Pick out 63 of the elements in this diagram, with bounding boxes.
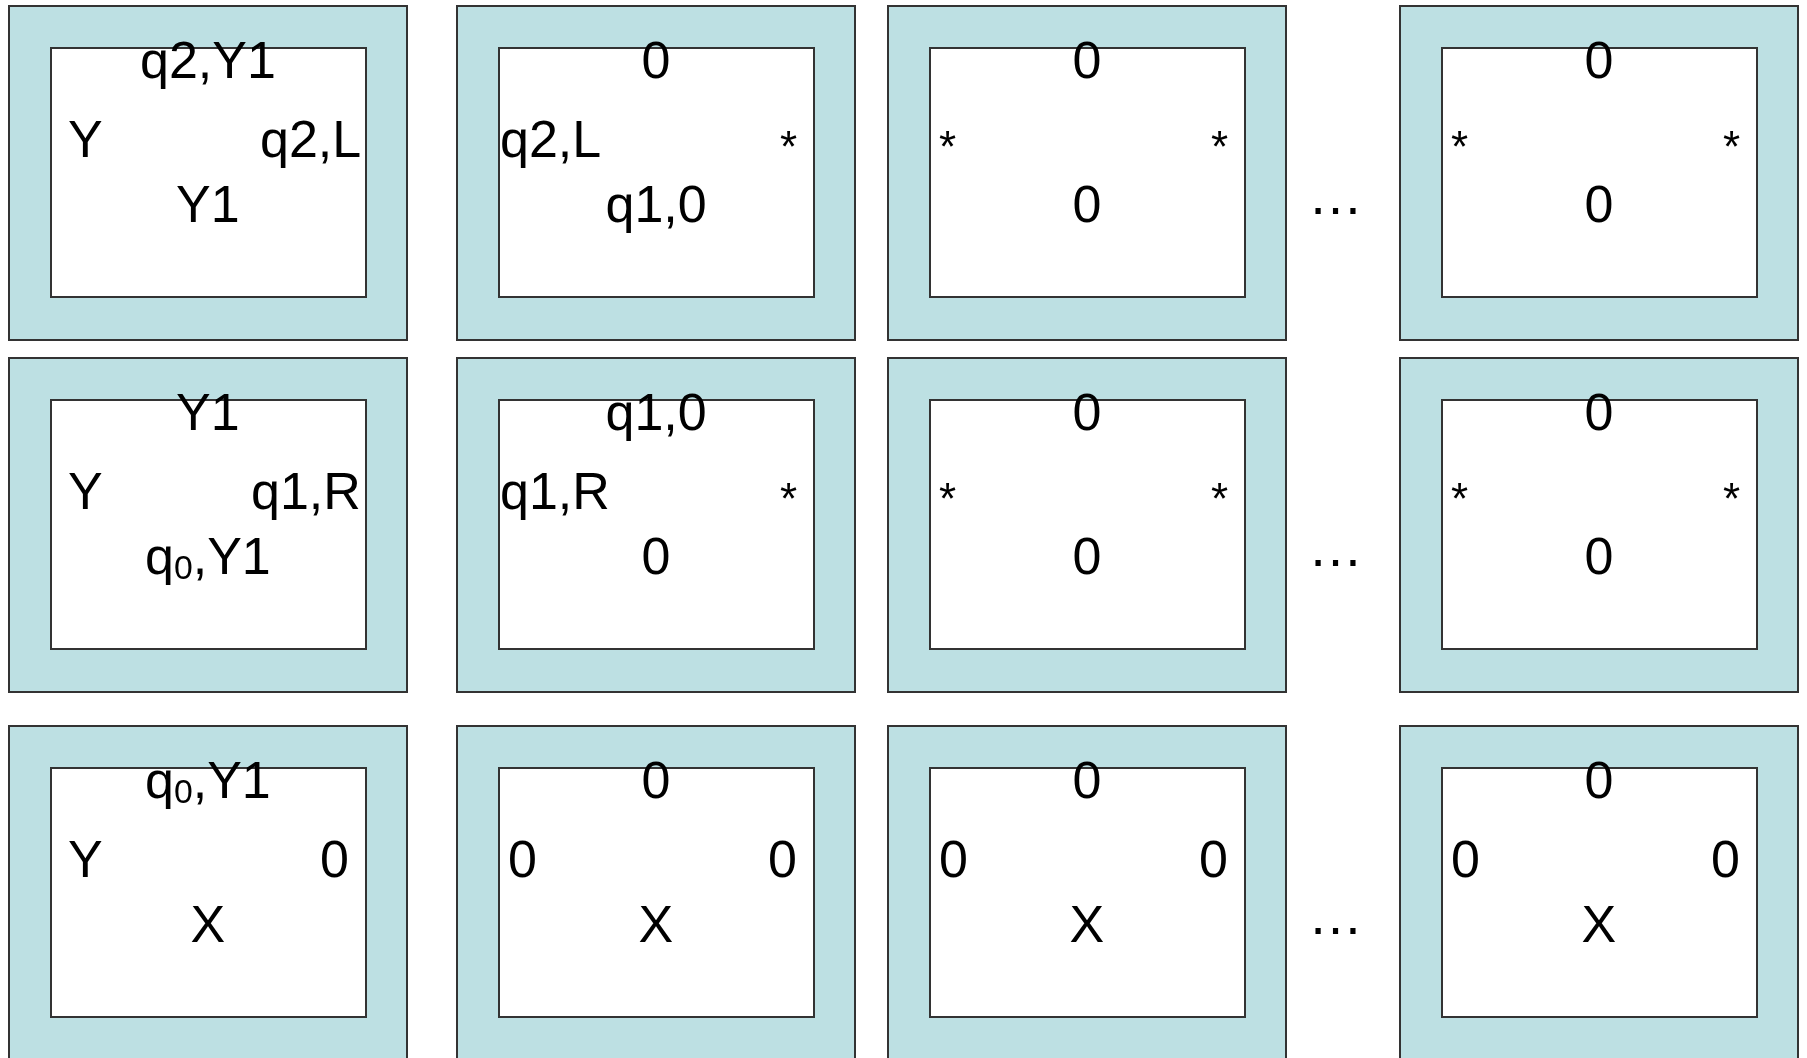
- node-label: X: [1069, 894, 1105, 954]
- node-label: 0: [1584, 526, 1614, 586]
- node-label: Y: [68, 461, 103, 521]
- node-label: q1,R: [500, 461, 610, 521]
- node-label: 0: [1584, 30, 1614, 90]
- node-label: 0: [320, 829, 349, 889]
- node-label: q$_{0}$,Y1: [145, 750, 271, 810]
- node-label: *: [780, 473, 798, 525]
- node-label: 0: [768, 829, 797, 889]
- ellipsis: …: [1308, 517, 1363, 577]
- node-label: 0: [1072, 30, 1102, 90]
- node-label: q2,Y1: [140, 30, 276, 90]
- tile: [887, 357, 1287, 693]
- node-label: 0: [1451, 829, 1480, 889]
- tile: [8, 357, 408, 693]
- node-label: q1,0: [605, 382, 707, 442]
- node-label: q2,L: [500, 109, 602, 169]
- node-label: q1,R: [251, 461, 361, 521]
- node-label: 0: [1711, 829, 1740, 889]
- node-label: *: [1451, 121, 1469, 173]
- node-label: *: [939, 473, 957, 525]
- node-label: 0: [508, 829, 537, 889]
- tile: [8, 5, 408, 341]
- node-label: 0: [1072, 382, 1102, 442]
- node-label: 0: [1072, 526, 1102, 586]
- node-label: Y: [68, 829, 103, 889]
- node-label: 0: [1584, 750, 1614, 810]
- node-label: 0: [1072, 174, 1102, 234]
- node-label: 0: [1199, 829, 1228, 889]
- tile: [456, 357, 856, 693]
- node-label: *: [939, 121, 957, 173]
- node-label: X: [1581, 894, 1617, 954]
- node-label: *: [1723, 121, 1741, 173]
- node-label: *: [1723, 473, 1741, 525]
- node-label: *: [1211, 121, 1229, 173]
- node-label: 0: [1584, 382, 1614, 442]
- tile: [8, 725, 408, 1058]
- node-label: X: [638, 894, 674, 954]
- node-label: Y1: [176, 382, 240, 442]
- tile: [1399, 725, 1799, 1058]
- tile: [456, 725, 856, 1058]
- node-label: X: [190, 894, 226, 954]
- ellipsis: …: [1308, 885, 1363, 945]
- node-label: 0: [641, 526, 671, 586]
- ellipsis: …: [1308, 165, 1363, 225]
- node-label: *: [780, 121, 798, 173]
- node-label: 0: [1072, 750, 1102, 810]
- node-label: *: [1451, 473, 1469, 525]
- node-label: q1,0: [605, 174, 707, 234]
- tile: [887, 5, 1287, 341]
- node-label: 0: [939, 829, 968, 889]
- node-label: q2,L: [260, 109, 362, 169]
- tile: [1399, 5, 1799, 341]
- node-label: q$_{0}$,Y1: [145, 526, 271, 586]
- node-label: 0: [1584, 174, 1614, 234]
- tile: [887, 725, 1287, 1058]
- node-label: *: [1211, 473, 1229, 525]
- node-label: Y: [68, 109, 103, 169]
- node-label: Y1: [176, 174, 240, 234]
- node-label: 0: [641, 30, 671, 90]
- tile: [1399, 357, 1799, 693]
- node-label: 0: [641, 750, 671, 810]
- tile: [456, 5, 856, 341]
